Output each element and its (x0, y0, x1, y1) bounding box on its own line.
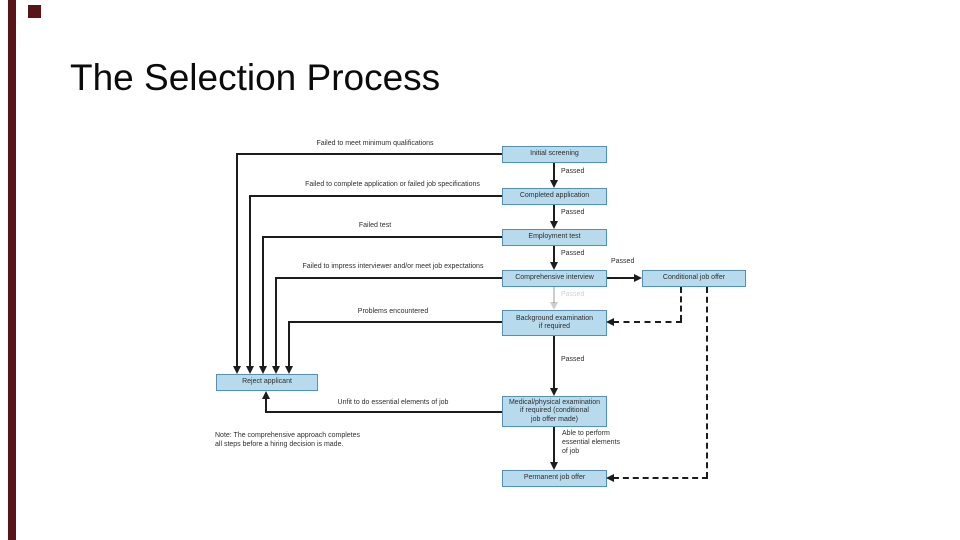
edge-label-passed-right: Passed (611, 258, 635, 265)
edge-label-failed-test: Failed test (358, 222, 392, 229)
accent-bar (8, 0, 16, 540)
accent-square (28, 5, 41, 18)
line-failed-minimum (237, 153, 502, 155)
line-failed-interview-drop (275, 277, 277, 367)
arrowhead-down-icon (285, 366, 293, 374)
box-permanent-job-offer: Permanent job offer (502, 470, 607, 487)
arrowhead-down-icon (550, 262, 558, 270)
box-employment-test: Employment test (502, 229, 607, 246)
box-completed-application: Completed application (502, 188, 607, 205)
arrowhead-down-icon (233, 366, 241, 374)
box-comprehensive-interview: Comprehensive interview (502, 270, 607, 287)
arrowhead-down-icon (550, 221, 558, 229)
line-failed-test-drop (262, 236, 264, 367)
box-background-examination: Background examination if required (502, 310, 607, 336)
arrow-background-to-medical (553, 336, 555, 389)
line-failed-interview (276, 277, 502, 279)
line-problems-encountered (289, 321, 502, 323)
box-reject-applicant: Reject applicant (216, 374, 318, 391)
edge-label-problems-encountered: Problems encountered (357, 308, 429, 315)
edge-label-failed-minimum: Failed to meet minimum qualifications (316, 140, 434, 147)
edge-label-able: Able to perform essential elements of jo… (562, 430, 620, 455)
arrowhead-right-icon (634, 274, 642, 282)
arrow-screening-to-application (553, 163, 555, 181)
line-unfit-rise (265, 398, 267, 413)
edge-label-passed-faint: Passed (561, 291, 585, 298)
diagram-note: Note: The comprehensive approach complet… (215, 432, 361, 448)
arrow-interview-to-conditional (607, 277, 635, 279)
edge-label-passed-4: Passed (561, 356, 585, 363)
dashed-conditional-to-background-drop (680, 287, 682, 321)
arrowhead-up-icon (262, 391, 270, 399)
arrowhead-down-icon (272, 366, 280, 374)
arrowhead-left-icon (606, 318, 614, 326)
arrow-interview-to-background (553, 287, 555, 303)
arrowhead-down-icon (550, 388, 558, 396)
dashed-conditional-to-background (613, 321, 682, 323)
box-conditional-job-offer: Conditional job offer (642, 270, 746, 287)
box-initial-screening: Initial screening (502, 146, 607, 163)
edge-label-failed-interview: Failed to impress interviewer and/or mee… (302, 263, 484, 270)
edge-label-passed-1: Passed (561, 168, 585, 175)
slide-title: The Selection Process (70, 57, 441, 98)
arrowhead-down-icon (246, 366, 254, 374)
arrow-medical-to-permanent (553, 427, 555, 463)
dashed-conditional-to-permanent-drop (706, 287, 708, 478)
line-failed-test (263, 236, 502, 238)
box-medical-examination: Medical/physical examination if required… (502, 396, 607, 427)
line-failed-application (250, 195, 502, 197)
edge-label-passed-2: Passed (561, 209, 585, 216)
line-unfit (266, 411, 502, 413)
line-failed-application-drop (249, 195, 251, 367)
arrowhead-down-icon (550, 302, 558, 310)
arrow-application-to-test (553, 205, 555, 222)
arrowhead-down-icon (259, 366, 267, 374)
edge-label-unfit: Unfit to do essential elements of job (337, 399, 449, 406)
line-problems-encountered-drop (288, 321, 290, 367)
dashed-conditional-to-permanent (613, 477, 708, 479)
arrow-test-to-interview (553, 246, 555, 263)
edge-label-passed-3: Passed (561, 250, 585, 257)
line-failed-minimum-drop (236, 153, 238, 367)
arrowhead-down-icon (550, 462, 558, 470)
arrowhead-left-icon (606, 474, 614, 482)
edge-label-failed-application: Failed to complete application or failed… (305, 181, 480, 188)
arrowhead-down-icon (550, 180, 558, 188)
